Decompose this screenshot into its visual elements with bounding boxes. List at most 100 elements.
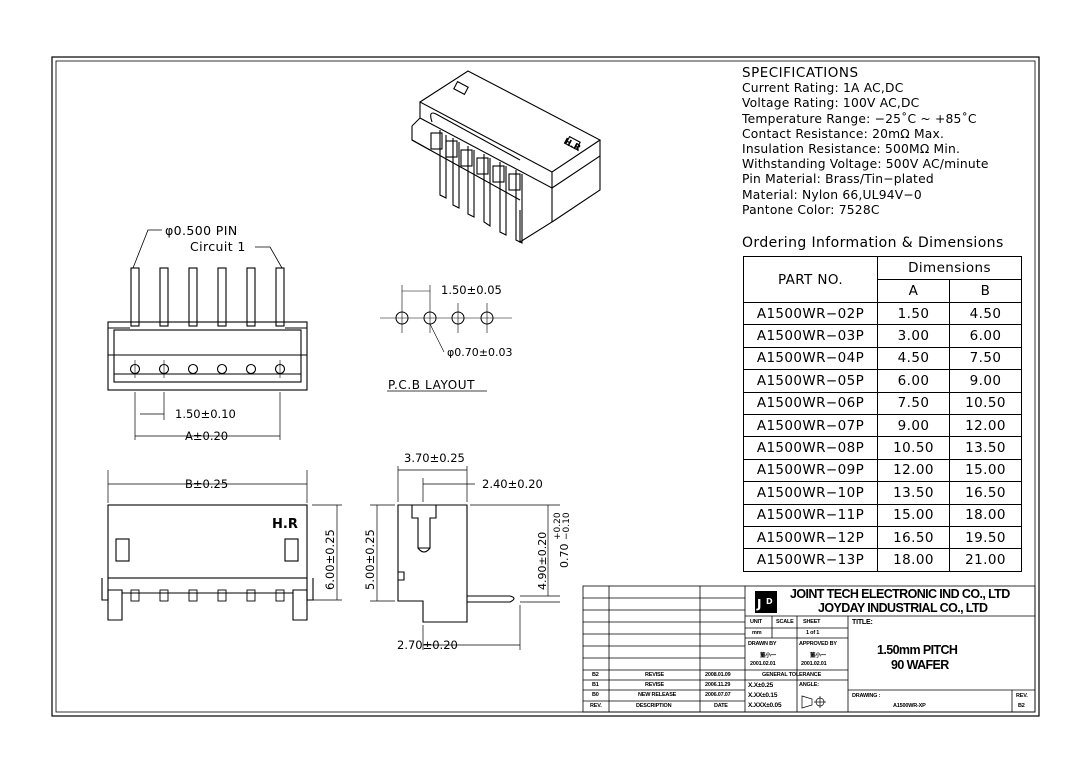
a-cell: 10.50	[877, 436, 950, 460]
sheet-label: SHEET	[803, 619, 821, 625]
height-front-label: 6.00±0.25	[323, 529, 337, 590]
side-standoff-tol-minus: −0.10	[562, 512, 572, 540]
side-standoff-tol-plus: +0.20	[553, 512, 563, 540]
drawn-name: 董小一	[760, 653, 776, 659]
pin-dia-label: φ0.500 PIN	[165, 223, 238, 238]
side-inner-label: 2.40±0.20	[482, 477, 543, 491]
a-cell: 16.50	[877, 525, 950, 550]
part-cell: A1500WR−06P	[743, 391, 878, 415]
part-cell: A1500WR−10P	[743, 481, 878, 505]
a-cell: 1.50	[877, 301, 950, 326]
rev-date: 2006.11.29	[705, 682, 731, 688]
scale-label: SCALE	[776, 619, 794, 625]
dimensions-header: Dimensions	[877, 256, 1022, 280]
a-cell: 9.00	[877, 413, 950, 438]
spec-line: Material: Nylon 66,UL94V−0	[742, 187, 922, 202]
unit-value: mm	[752, 630, 762, 636]
b-cell: 19.50	[949, 525, 1022, 550]
approved-name: 董小一	[810, 653, 826, 659]
rev-desc: NEW RELEASE	[638, 692, 677, 698]
rev-value: B2	[1018, 703, 1025, 709]
side-view	[370, 466, 560, 650]
title-line-2: 90 WAFER	[891, 658, 949, 672]
inner-border	[55, 60, 1036, 713]
ordering-title: Ordering Information & Dimensions	[742, 235, 1004, 251]
part-cell: A1500WR−11P	[743, 503, 878, 527]
top-view	[107, 229, 308, 440]
tolerance-1: X.X±0.25	[748, 682, 774, 689]
dim-a-label: A±0.20	[185, 429, 228, 443]
part-cell: A1500WR−07P	[743, 413, 878, 438]
company-logo: J D	[755, 591, 777, 613]
isometric-view	[411, 70, 602, 244]
a-cell: 15.00	[877, 503, 950, 527]
svg-text:D: D	[766, 597, 773, 606]
circuit-label: Circuit 1	[190, 239, 246, 254]
unit-label: UNIT	[750, 619, 763, 625]
b-cell: 21.00	[949, 548, 1022, 572]
rev-code: B2	[592, 672, 599, 678]
specifications-title: SPECIFICATIONS	[742, 65, 859, 81]
part-no-header: PART NO.	[743, 256, 878, 303]
b-cell: 6.00	[949, 324, 1022, 348]
a-cell: 3.00	[877, 324, 950, 348]
rev-desc: REVISE	[645, 672, 664, 678]
drawing-no: A1500WR-XP	[893, 703, 926, 709]
date-head: DATE	[714, 703, 728, 709]
b-cell: 12.00	[949, 413, 1022, 438]
dim-b-label: B±0.25	[185, 477, 228, 491]
part-cell: A1500WR−05P	[743, 369, 878, 393]
company-name-2: JOYDAY INDUSTRIAL CO., LTD	[818, 601, 988, 615]
pitch-top-label: 1.50±0.10	[175, 407, 236, 421]
spec-line: Current Rating: 1A AC,DC	[742, 81, 904, 96]
spec-line: Insulation Resistance: 500MΩ Min.	[742, 142, 961, 157]
side-width-label: 3.70±0.25	[404, 451, 465, 465]
angle-label: ANGLE:	[799, 682, 819, 688]
part-cell: A1500WR−08P	[743, 436, 878, 460]
spec-line: Pantone Color: 7528C	[742, 202, 880, 217]
svg-text:J: J	[756, 597, 761, 611]
rev-head: REV.	[590, 703, 602, 709]
dim-a-header: A	[877, 279, 950, 303]
a-cell: 13.50	[877, 481, 950, 505]
rev-code: B0	[592, 692, 599, 698]
desc-head: DESCRIPTION	[636, 703, 672, 709]
outer-border	[51, 56, 1040, 717]
rev-desc: REVISE	[645, 682, 664, 688]
b-cell: 15.00	[949, 458, 1022, 483]
approved-date: 2001.02.01	[801, 661, 827, 667]
tolerance-label: GENERAL TOLERANCE	[762, 672, 822, 678]
b-cell: 13.50	[949, 436, 1022, 460]
tolerance-2: X.XX±0.15	[748, 692, 778, 699]
b-cell: 9.00	[949, 369, 1022, 393]
a-cell: 12.00	[877, 458, 950, 483]
spec-line: Contact Resistance: 20mΩ Max.	[742, 126, 945, 141]
part-cell: A1500WR−03P	[743, 324, 878, 348]
tolerance-3: X.XXX±0.05	[748, 702, 782, 709]
side-pin-height-label: 4.90±0.20	[536, 532, 549, 590]
title-block-grid	[582, 585, 1036, 713]
part-cell: A1500WR−12P	[743, 525, 878, 550]
pcb-layout-view	[380, 285, 512, 392]
a-cell: 7.50	[877, 391, 950, 415]
spec-line: Withstanding Voltage: 500V AC/minute	[742, 157, 989, 172]
spec-line: Voltage Rating: 100V AC,DC	[742, 96, 920, 111]
side-bottom-label: 2.70±0.20	[397, 638, 458, 652]
front-mark: H.R	[272, 517, 298, 532]
side-height-label: 5.00±0.25	[363, 529, 377, 590]
sheet-value: 1 of 1	[806, 630, 820, 636]
drawn-date: 2001.02.01	[750, 661, 776, 667]
a-cell: 4.50	[877, 346, 950, 371]
